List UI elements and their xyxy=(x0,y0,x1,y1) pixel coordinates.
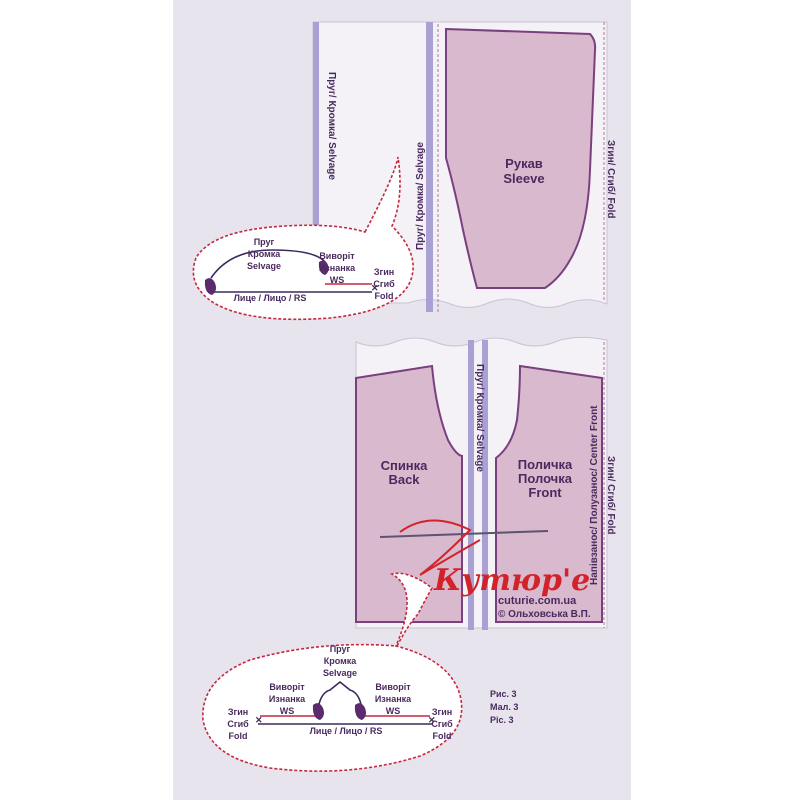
callout-bottom-ws-left-1: Виворіт xyxy=(269,682,305,692)
logo-copyright: © Ольховська В.П. xyxy=(498,609,591,620)
selvage-stripe-center-2 xyxy=(482,340,488,630)
callout-top-selvage-1: Пруг xyxy=(254,237,275,247)
caption-line-2: Мал. 3 xyxy=(490,702,518,712)
callout-top-selvage-3: Selvage xyxy=(247,261,281,271)
callout-top-ws-1: Виворіт xyxy=(319,251,355,261)
thread-icon xyxy=(399,519,481,576)
back-piece xyxy=(355,364,463,623)
callout-bottom-fold-left-2: Сгиб xyxy=(227,719,249,729)
center-front-label: Напівзанос/ Полузанос/ Center Front xyxy=(589,405,600,585)
caption-line-1: Рис. 3 xyxy=(490,689,517,699)
front-piece xyxy=(495,364,603,623)
logo: Кутюр'е cuturie.com.ua © Ольховська В.П. xyxy=(379,519,591,620)
fold-label-top: Згин/ Сгиб/ Fold xyxy=(605,140,617,219)
bottom-fabric-layout: Спинка Back Поличка Полочка Front Пруг/ … xyxy=(355,336,617,630)
callout-bottom-ws-right-3: WS xyxy=(386,706,401,716)
callout-bottom-fold-right-2: Сгиб xyxy=(431,719,453,729)
callout-bottom-fold-right-3: Fold xyxy=(433,731,452,741)
selvage-clip-bottom-right-icon xyxy=(354,703,366,720)
callout-top-fold-1: Згин xyxy=(374,267,394,277)
sleeve-label-1: Рукав xyxy=(505,156,543,171)
back-label-1: Спинка xyxy=(381,458,429,473)
fold-arrow-left-icon: ✕ xyxy=(255,715,263,725)
selvage-label-right: Пруг/ Кромка/ Selvage xyxy=(415,142,426,250)
caption-line-3: Pic. 3 xyxy=(490,715,514,725)
selvage-label-left: Пруг/ Кромка/ Selvage xyxy=(326,72,337,180)
selvage-stripe-right xyxy=(426,22,433,312)
callout-bottom-ws-right-2: Изнанка xyxy=(375,694,412,704)
figure-caption: Рис. 3 Мал. 3 Pic. 3 xyxy=(490,689,518,725)
logo-site: cuturie.com.ua xyxy=(498,595,577,607)
callout-bottom-ws-left-3: WS xyxy=(280,706,295,716)
back-label-2: Back xyxy=(388,472,420,487)
fold-arrow-right-icon: ✕ xyxy=(428,715,436,725)
callout-bottom: ✕ ✕ Пруг Кромка Selvage Виворіт Изнанка … xyxy=(202,572,463,772)
selvage-stripe-left xyxy=(313,22,319,230)
callout-bottom-selvage-3: Selvage xyxy=(323,668,357,678)
callout-bottom-fold-left-1: Згин xyxy=(228,707,248,717)
selvage-stripe-center-1 xyxy=(468,340,474,630)
callout-top-ws-2: Изнанка xyxy=(319,263,356,273)
callout-top: ✕ Пруг Кромка Selvage Виворіт Изнанка WS… xyxy=(192,156,414,321)
fold-label-bottom: Згин/ Сгиб/ Fold xyxy=(605,456,617,535)
front-label-3: Front xyxy=(528,485,562,500)
selvage-clip-bottom-left-icon xyxy=(312,703,324,720)
front-label-1: Поличка xyxy=(518,457,573,472)
callout-bottom-fold-left-3: Fold xyxy=(229,731,248,741)
callout-top-selvage-2: Кромка xyxy=(248,249,282,259)
logo-mark: Кутюр'е xyxy=(433,563,590,598)
callout-top-bubble xyxy=(192,156,414,321)
callout-bottom-selvage-2: Кромка xyxy=(324,656,358,666)
callout-bottom-rs: Лице / Лицо / RS xyxy=(310,726,383,736)
fold-arrow-icon: ✕ xyxy=(371,283,379,293)
callout-bottom-selvage-1: Пруг xyxy=(330,644,351,654)
front-label-2: Полочка xyxy=(518,471,573,486)
callout-bottom-fold-right-1: Згин xyxy=(432,707,452,717)
callout-top-ws-3: WS xyxy=(330,275,345,285)
selvage-clip-right-icon xyxy=(318,260,329,275)
callout-top-fold-3: Fold xyxy=(375,291,394,301)
callout-bottom-ws-left-2: Изнанка xyxy=(269,694,306,704)
sleeve-piece xyxy=(445,27,597,289)
needle-icon xyxy=(379,530,549,538)
callout-top-rs: Лице / Лицо / RS xyxy=(234,293,307,303)
selvage-arc-top xyxy=(210,249,326,279)
callout-bottom-bubble xyxy=(202,572,463,772)
sleeve-label-2: Sleeve xyxy=(503,171,544,186)
selvage-clip-left-icon xyxy=(204,278,216,295)
callout-bottom-ws-right-1: Виворіт xyxy=(375,682,411,692)
selvage-peak-bottom xyxy=(317,680,363,711)
selvage-label-center: Пруг/ Кромка/ Selvage xyxy=(474,364,485,472)
callout-top-fold-2: Сгиб xyxy=(373,279,395,289)
